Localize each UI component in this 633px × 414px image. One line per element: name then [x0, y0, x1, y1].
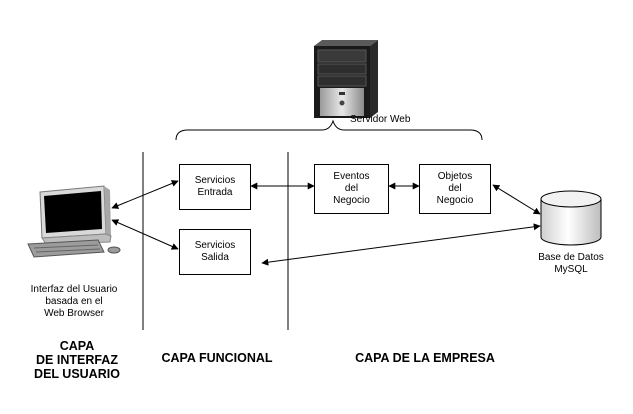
server-brace [175, 119, 483, 141]
objetos-negocio-box: Objetos del Negocio [419, 164, 491, 214]
desktop-computer-icon [27, 185, 121, 258]
client-label: Interfaz del Usuario basada en el Web Br… [30, 284, 118, 319]
connector-database-salida [261, 223, 541, 266]
connector-client-salida [111, 219, 179, 250]
server-label: Servidor Web [350, 114, 411, 125]
database-cylinder-icon [540, 190, 602, 246]
servicios-entrada-box: Servicios Entrada [179, 164, 251, 210]
servicios-salida-box: Servicios Salida [179, 229, 251, 275]
layer-title-interfaz: CAPA DE INTERFAZ DEL USUARIO [34, 339, 120, 381]
connector-objetos-database [492, 184, 541, 215]
server-tower-icon [314, 40, 378, 118]
layer-title-empresa: CAPA DE LA EMPRESA [355, 351, 495, 365]
database-label: Base de Datos MySQL [538, 252, 604, 275]
connector-client-entrada [111, 180, 179, 209]
eventos-negocio-box: Eventos del Negocio [314, 164, 389, 214]
layer-title-funcional: CAPA FUNCIONAL [161, 351, 273, 365]
